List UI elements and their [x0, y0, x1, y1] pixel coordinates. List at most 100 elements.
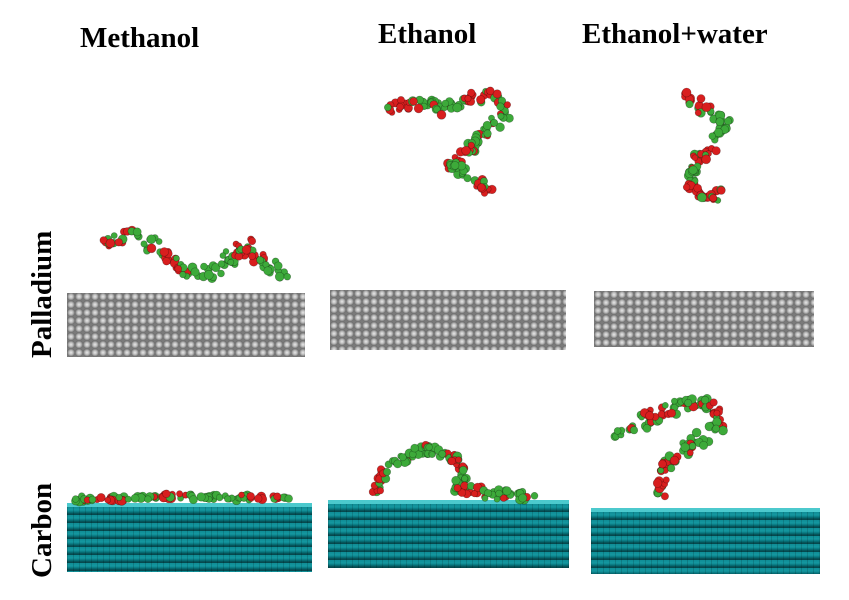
residue-bead — [132, 227, 142, 237]
peptide-c-ethanol-water — [610, 394, 728, 501]
charged-residue-bead — [660, 492, 669, 501]
charged-residue-bead — [709, 194, 718, 203]
residue-bead — [461, 475, 469, 483]
residue-bead — [688, 165, 698, 175]
charged-residue-bead — [701, 154, 712, 165]
charged-residue-bead — [453, 484, 462, 492]
peptide-pd-ethanol — [383, 86, 514, 197]
residue-bead — [502, 486, 512, 496]
charged-residue-bead — [652, 478, 663, 488]
residue-bead — [642, 423, 652, 433]
charged-residue-bead — [697, 192, 707, 203]
residue-bead — [481, 494, 489, 502]
charged-residue-bead — [396, 103, 404, 111]
residue-bead — [629, 426, 639, 435]
residue-bead — [398, 453, 407, 462]
peptide-pd-ethanol-water — [681, 87, 734, 204]
carbon-surface-ethanol-water — [591, 508, 820, 574]
residue-bead — [188, 495, 198, 505]
charged-residue-bead — [284, 494, 293, 503]
residue-bead — [490, 118, 499, 127]
residue-bead — [256, 256, 264, 264]
peptide-pd-methanol — [99, 225, 291, 283]
residue-bead — [613, 427, 622, 435]
charged-residue-bead — [658, 459, 667, 469]
residue-bead — [688, 442, 697, 450]
charged-residue-bead — [694, 109, 702, 117]
residue-bead — [283, 273, 291, 281]
residue-bead — [224, 495, 232, 503]
residue-bead — [146, 243, 157, 254]
residue-bead — [686, 449, 694, 457]
charged-residue-bead — [104, 496, 111, 504]
residue-bead — [428, 451, 436, 458]
residue-bead — [495, 122, 505, 132]
charged-residue-bead — [162, 257, 171, 266]
residue-bead — [190, 267, 200, 277]
palladium-surface-ethanol-water — [594, 291, 814, 347]
residue-bead — [463, 174, 472, 183]
residue-bead — [217, 269, 225, 278]
residue-bead — [274, 271, 285, 282]
residue-bead — [680, 442, 690, 452]
charged-residue-bead — [248, 252, 256, 261]
residue-bead — [667, 408, 676, 418]
residue-bead — [179, 271, 187, 279]
residue-bead — [518, 493, 528, 503]
charged-residue-bead — [467, 141, 475, 149]
residue-bead — [493, 495, 501, 503]
charged-residue-bead — [248, 237, 257, 246]
charged-residue-bead — [162, 489, 171, 498]
residue-bead — [700, 395, 710, 405]
charged-residue-bead — [110, 232, 118, 239]
residue-bead — [699, 440, 709, 450]
residue-bead — [436, 110, 447, 120]
residue-bead — [130, 493, 140, 503]
charged-residue-bead — [467, 88, 476, 97]
charged-residue-bead — [476, 95, 486, 105]
residue-bead — [482, 120, 492, 130]
residue-bead — [495, 489, 503, 498]
peptide-c-methanol — [71, 489, 293, 507]
residue-bead — [483, 129, 492, 138]
residue-bead — [88, 495, 97, 504]
column-title-methanol: Methanol — [80, 22, 200, 54]
residue-bead — [497, 112, 505, 120]
charged-residue-bead — [477, 183, 486, 192]
residue-bead — [238, 491, 245, 499]
charged-residue-bead — [645, 411, 655, 421]
charged-residue-bead — [114, 238, 123, 247]
charged-residue-bead — [173, 254, 180, 262]
charged-residue-bead — [669, 455, 680, 466]
residue-bead — [124, 495, 132, 503]
peptide-c-ethanol — [368, 440, 539, 505]
charged-residue-bead — [105, 238, 116, 249]
residue-bead — [227, 258, 235, 266]
residue-bead — [410, 443, 420, 453]
residue-bead — [671, 397, 678, 405]
residue-bead — [222, 248, 230, 255]
residue-bead — [451, 475, 461, 486]
residue-bead — [503, 101, 512, 109]
charged-residue-bead — [461, 145, 471, 156]
charged-residue-bead — [383, 103, 392, 112]
charged-residue-bead — [709, 398, 718, 407]
residue-bead — [708, 132, 716, 140]
charged-residue-bead — [696, 94, 706, 103]
residue-bead — [273, 261, 283, 271]
charged-residue-bead — [273, 492, 282, 501]
residue-bead — [413, 103, 424, 114]
residue-bead — [661, 401, 669, 409]
residue-bead — [196, 492, 206, 502]
residue-bead — [492, 89, 502, 99]
residue-bead — [450, 161, 460, 170]
charged-residue-bead — [254, 494, 263, 503]
residue-bead — [211, 262, 221, 273]
carbon-surface-ethanol — [328, 500, 569, 568]
charged-residue-bead — [464, 95, 472, 103]
residue-bead — [219, 252, 227, 259]
residue-bead — [425, 443, 433, 451]
charged-residue-bead — [447, 456, 456, 466]
residue-bead — [382, 467, 391, 476]
residue-bead — [409, 97, 418, 106]
